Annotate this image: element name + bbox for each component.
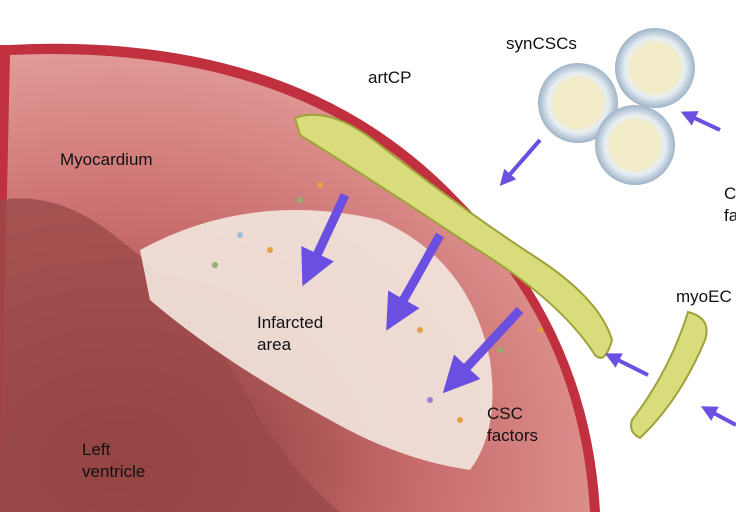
left-ventricle-label-line2: ventricle [82,462,146,481]
csc-factors-right-label-line1: C [724,184,736,203]
syncsc-spheres [538,28,695,185]
left-ventricle-label-line1: Left [82,440,111,459]
release-arrows [301,193,524,394]
syncscs-label: synCSCs [506,34,577,53]
csc-factor-dots [212,182,543,423]
csc-factors-label-line2: factors [487,426,539,445]
infarcted-area-label-line1: Infarcted [257,313,324,332]
myocardium-label: Myocardium [60,150,153,169]
artcp-patch [293,113,614,359]
ventricle-cavity [0,198,340,512]
csc-factors-label-line1: CSC [487,404,523,423]
infarcted-area [140,210,493,470]
delivery-arrows [499,111,736,427]
myoec-patch [630,310,708,440]
infarcted-area-label-line2: area [257,335,292,354]
artcp-label: artCP [368,68,412,87]
myoec-label: myoEC [676,287,732,306]
csc-factors-right-label-line2: fa [724,206,736,225]
